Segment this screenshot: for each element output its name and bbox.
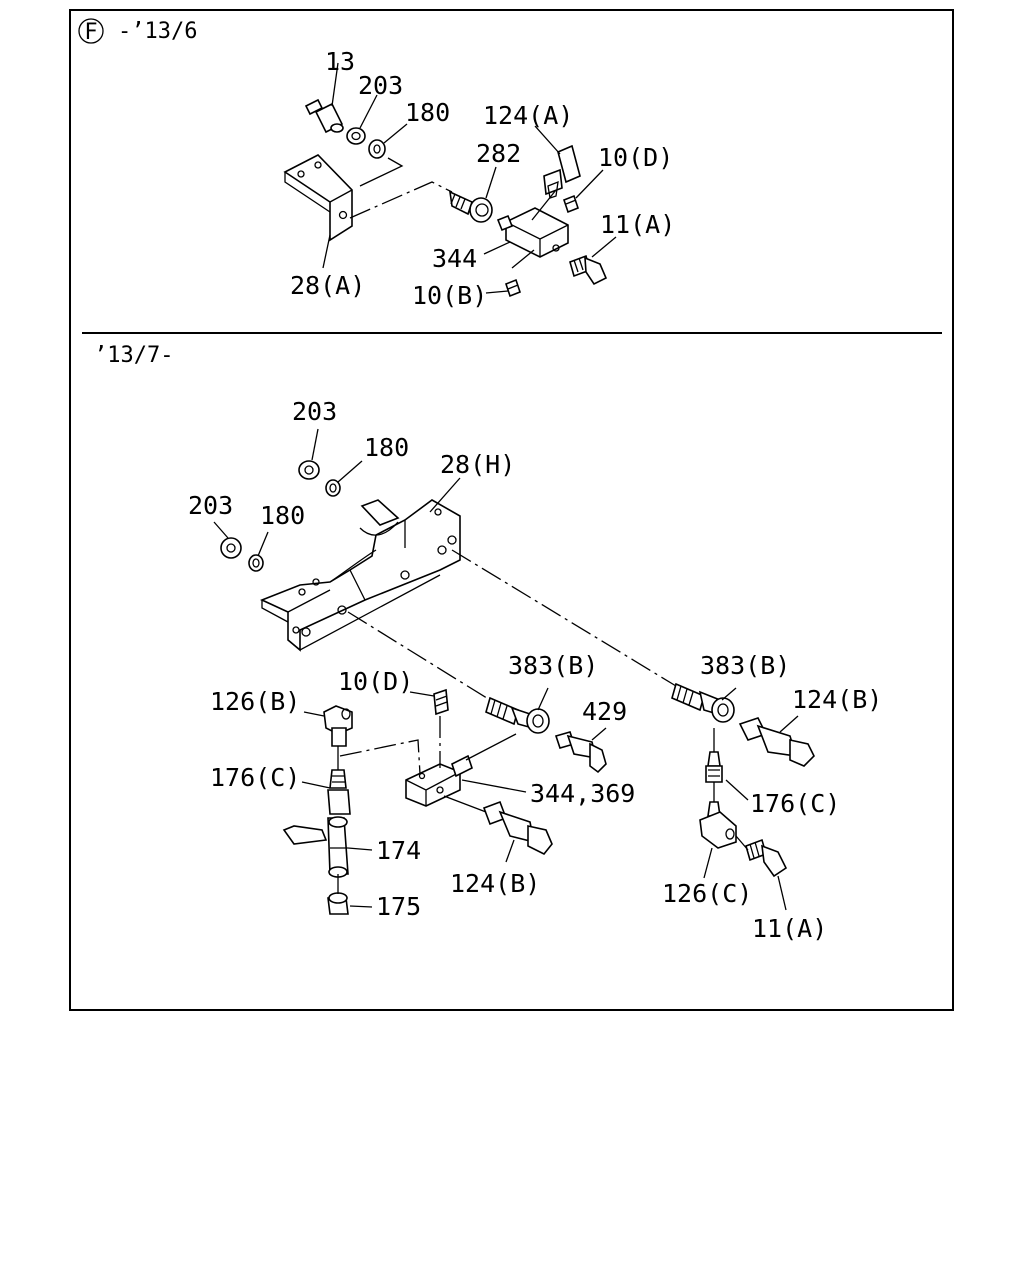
block-344-369 [405,754,473,807]
label-10b: 10(B) [412,281,487,310]
sensor-124a [543,144,581,199]
label-28a: 28(A) [290,271,365,300]
label-11a-bottom: 11(A) [752,914,827,943]
centerline-bracket-to-bolt [349,181,453,219]
nut-203-top [346,127,366,145]
nut-203-lower [220,537,242,559]
label-180-lower: 180 [260,501,305,530]
connector-383b-left [485,696,550,734]
label-126c: 126(C) [662,879,752,908]
valve-174 [282,816,349,878]
nut-203-upper [298,460,320,480]
label-124b-upper: 124(B) [792,685,882,714]
elbow-126c [699,801,737,849]
label-10d-bottom: 10(D) [338,667,413,696]
fitting-11a-bottom [745,838,788,878]
guide-line-top [359,157,404,187]
nipple-176c-right [705,751,723,783]
label-344: 344 [432,244,477,273]
label-383b-right: 383(B) [700,651,790,680]
label-13: 13 [325,47,355,76]
label-176c-right: 176(C) [750,789,840,818]
sensor-124b-lower [482,800,553,856]
label-203-upper: 203 [292,397,337,426]
washer-180-upper [325,479,341,497]
label-124b-lower: 124(B) [450,869,540,898]
centerline-tee-to-block [339,739,421,775]
label-180-top: 180 [405,98,450,127]
label-282: 282 [476,139,521,168]
label-174: 174 [376,836,421,865]
plug-10d-bottom [433,688,449,716]
centerline-bracket-to-right-connector [451,549,677,687]
sensor-124b-upper [738,717,815,767]
bolt-282 [449,190,493,223]
bolt-13 [304,98,344,134]
section-circle-marker [78,18,104,44]
centerline-bracket-to-left-connector [347,611,491,701]
label-11a-top: 11(A) [600,210,675,239]
label-203-top: 203 [358,71,403,100]
block-344 [496,207,569,258]
bracket-28a [283,154,353,242]
label-126b: 126(B) [210,687,300,716]
label-203-lower: 203 [188,491,233,520]
bottom-section-header: ’13/7- [94,343,173,368]
washer-180-lower [248,554,264,572]
label-124a: 124(A) [483,101,573,130]
plug-10d-top [563,194,579,214]
label-175: 175 [376,892,421,921]
label-180-upper: 180 [364,433,409,462]
label-10d-top: 10(D) [598,143,673,172]
plug-10b [505,278,521,298]
label-176c-left: 176(C) [210,763,300,792]
nipple-176c-left [327,769,351,815]
fitting-11a-top [569,254,608,286]
tee-126b [323,705,353,747]
bracket-28h [259,499,461,652]
top-section-header: -’13/6 [118,19,197,44]
section-circle-letter: F [84,20,97,45]
connector-383b-right [671,682,735,723]
label-344-369: 344,369 [530,779,635,808]
label-28h: 28(H) [440,450,515,479]
diagram-frame [69,9,954,1011]
washer-180-top [368,139,386,159]
label-383b-left: 383(B) [508,651,598,680]
switch-429 [554,731,607,774]
label-429: 429 [582,697,627,726]
cap-175 [327,892,349,915]
